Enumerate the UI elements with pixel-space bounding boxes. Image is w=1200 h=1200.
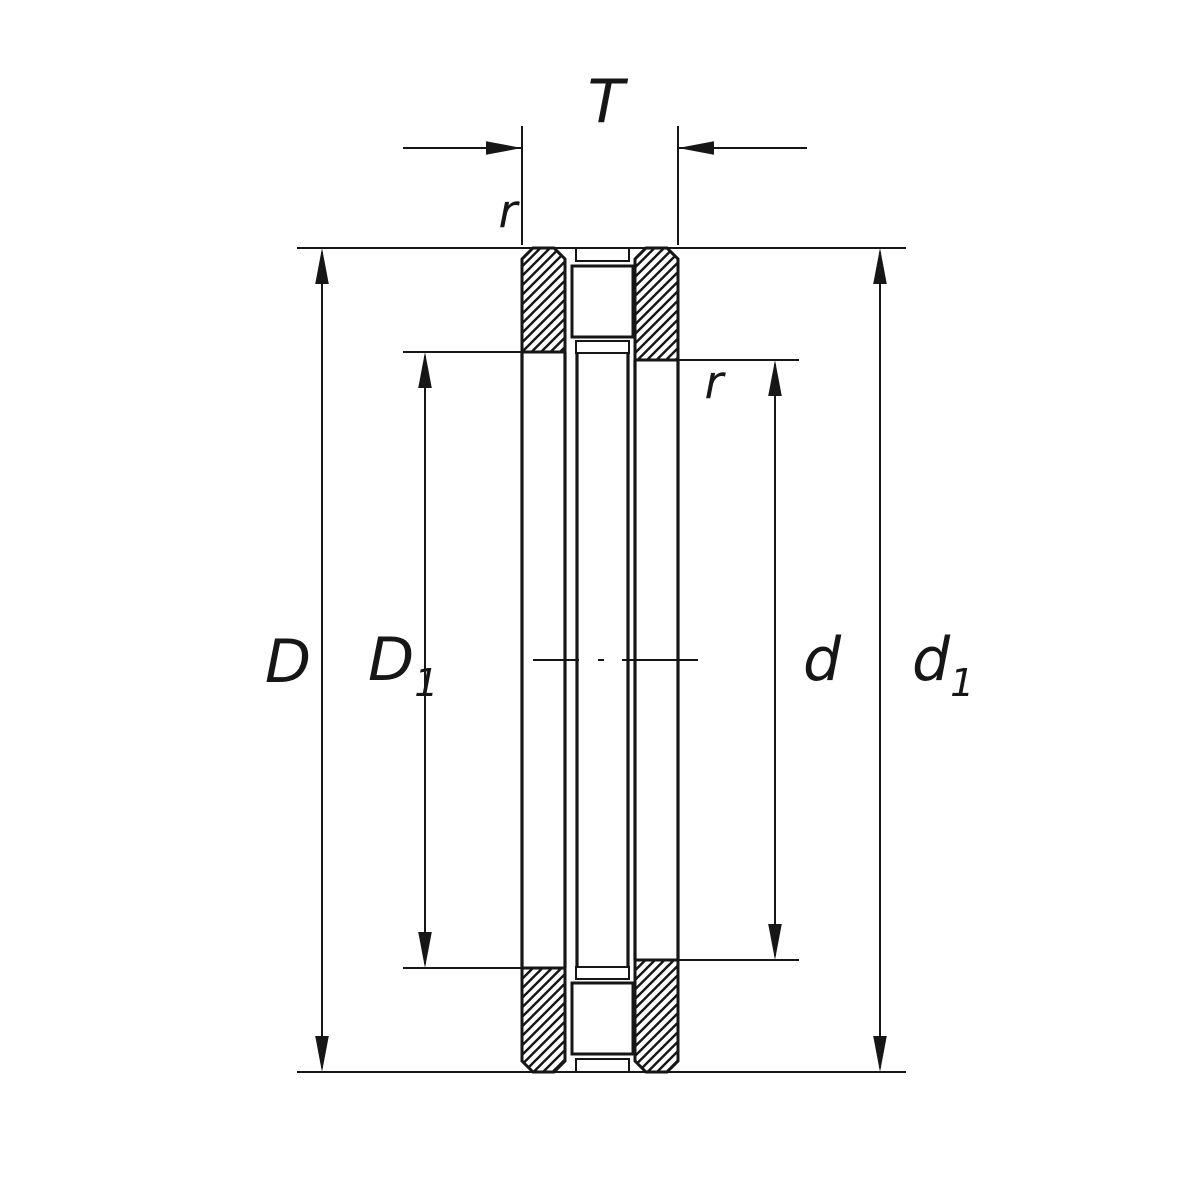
housing-washer-section-bottom xyxy=(520,966,567,1074)
cage-section-bottom-outer xyxy=(575,1058,630,1073)
chamfer-label-r-top: r xyxy=(499,184,521,238)
arrowhead-d-top xyxy=(768,360,782,396)
dimension-d1: d1 xyxy=(873,248,974,1072)
arrowhead-D1-bottom xyxy=(418,932,432,968)
washer-sections xyxy=(520,246,680,1074)
arrowhead-D-top xyxy=(315,248,329,284)
dimension-D: D xyxy=(265,248,329,1072)
cage-section-top-inner xyxy=(575,340,630,354)
roller-section-top xyxy=(570,264,635,339)
shaft-washer-section-bottom xyxy=(633,958,680,1074)
arrowhead-T-left xyxy=(486,141,522,155)
dimension-D1: D1 xyxy=(368,351,522,969)
dimension-T: T xyxy=(403,67,807,245)
arrowhead-d-bottom xyxy=(768,924,782,960)
cage-section-top-outer xyxy=(575,247,630,262)
arrowhead-D-bottom xyxy=(315,1036,329,1072)
roller-section-bottom xyxy=(570,981,635,1056)
cage-section-bottom-inner xyxy=(575,966,630,980)
roller-cage-sections xyxy=(570,247,635,1073)
dimension-label-D: D xyxy=(265,627,311,697)
chamfer-label-r-inner: r xyxy=(705,355,727,409)
dimension-label-D1: D1 xyxy=(368,625,438,705)
arrowhead-T-right xyxy=(678,141,714,155)
arrowhead-d1-bottom xyxy=(873,1036,887,1072)
housing-washer-section-top xyxy=(520,246,567,354)
arrowhead-D1-top xyxy=(418,352,432,388)
dimension-d: d xyxy=(678,359,842,961)
shaft-washer-section-top xyxy=(633,246,680,362)
dimension-label-T: T xyxy=(588,67,629,137)
arrowhead-d1-top xyxy=(873,248,887,284)
dimension-label-d: d xyxy=(803,625,842,695)
dimension-label-d1: d1 xyxy=(912,625,974,705)
